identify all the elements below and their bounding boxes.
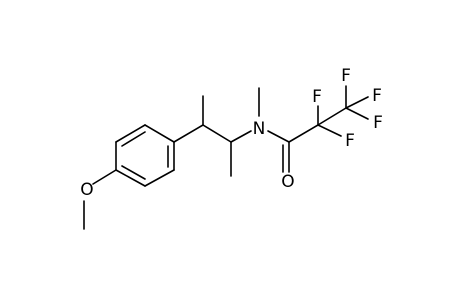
bond-ring-6 (115, 169, 146, 187)
atom-oxygen-methoxy: O (80, 180, 93, 200)
bond-ring-inner-3 (121, 165, 146, 180)
bond-cf3-f5 (345, 107, 369, 120)
bond-ring-3 (144, 124, 175, 143)
bond-ch-n (230, 130, 252, 143)
bond-ch-ch (202, 124, 232, 143)
bond-ring-2 (115, 124, 146, 143)
bond-ring-5 (144, 169, 175, 187)
atom-nitrogen: N (253, 119, 266, 139)
bond-ring-inner-1 (121, 131, 146, 147)
bond-ring-ch (173, 124, 204, 143)
atom-labels: O N O F F F F F (80, 66, 383, 200)
atom-fluorine-1: F (312, 87, 322, 107)
atom-fluorine-2: F (345, 131, 355, 151)
atom-fluorine-3: F (341, 66, 351, 86)
bond-n-carbonyl (267, 130, 290, 143)
bonds (83, 85, 369, 230)
bond-cf2-f2 (317, 124, 342, 137)
atom-oxygen-carbonyl: O (281, 172, 294, 192)
bond-cf2-cf3 (317, 107, 347, 126)
atom-fluorine-5: F (373, 113, 383, 133)
bond-cf3-f4 (345, 96, 369, 109)
bond-carbonyl-cf2 (288, 124, 319, 143)
atom-fluorine-4: F (372, 86, 382, 106)
bond-o-ring (92, 169, 117, 185)
